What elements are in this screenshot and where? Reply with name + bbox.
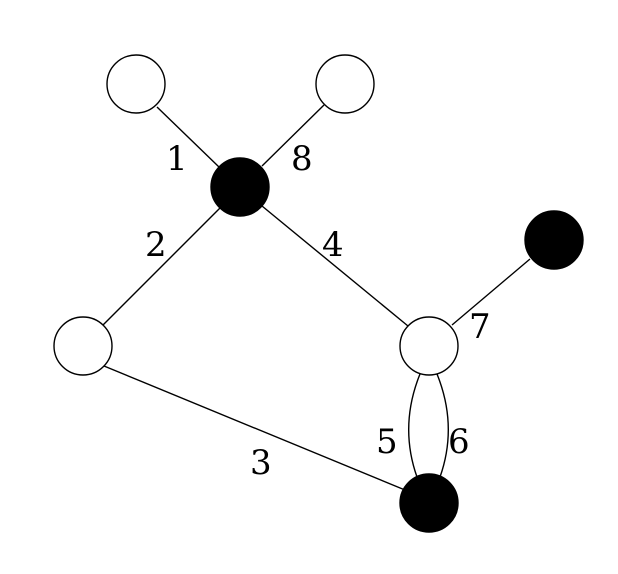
edge-5 xyxy=(407,373,421,478)
node-left xyxy=(53,316,113,376)
edge-label-6: 6 xyxy=(448,422,470,462)
edge-label-7: 7 xyxy=(469,307,491,347)
edge-7 xyxy=(451,258,531,326)
nodes xyxy=(53,54,584,533)
edge-label-5: 5 xyxy=(376,422,398,462)
edges xyxy=(102,104,531,491)
edge-label-3: 3 xyxy=(250,443,272,483)
edge-label-2: 2 xyxy=(145,225,167,265)
edge-3 xyxy=(103,365,406,491)
edge-6 xyxy=(436,373,450,478)
edge-label-8: 8 xyxy=(291,139,313,179)
edge-labels: 1 2 3 4 5 6 7 8 xyxy=(145,139,491,483)
edge-2 xyxy=(102,207,221,326)
node-top-left xyxy=(106,54,166,114)
node-right-leaf xyxy=(524,210,584,270)
edge-1 xyxy=(156,106,220,168)
edge-label-4: 4 xyxy=(322,225,344,265)
edge-8 xyxy=(261,104,325,167)
node-hub xyxy=(210,157,270,217)
edge-label-1: 1 xyxy=(166,139,188,179)
node-bottom xyxy=(399,473,459,533)
edge-4 xyxy=(261,205,409,327)
node-middle-right xyxy=(399,316,459,376)
node-top-right xyxy=(315,54,375,114)
